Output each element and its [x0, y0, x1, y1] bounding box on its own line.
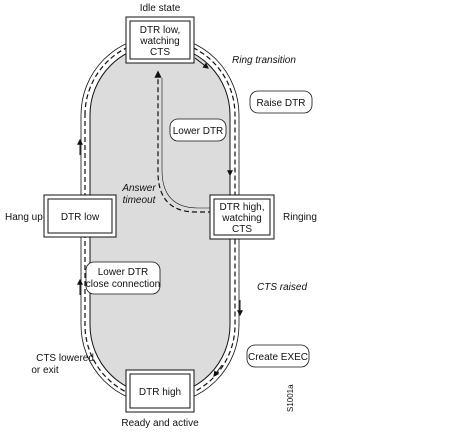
action-lower-dtr-close-line-2: close connection	[86, 279, 161, 290]
state-loop-solid-path	[80, 35, 240, 405]
label-ringing: Ringing	[283, 212, 317, 223]
action-create-exec-text: Create EXEC	[248, 352, 308, 363]
loop-arrow-bottom-right	[213, 364, 223, 377]
label-ring-transition: Ring transition	[232, 55, 296, 66]
action-raise-dtr: Raise DTR	[249, 90, 313, 114]
state-ready-line-1: DTR high	[139, 387, 181, 398]
state-ringing: DTR high, watching CTS	[209, 194, 275, 240]
action-raise-dtr-text: Raise DTR	[257, 98, 306, 109]
state-ringing-line-1: DTR high,	[219, 202, 264, 213]
loop-arrow-top-right	[194, 57, 209, 69]
action-lower-dtr-text: Lower DTR	[173, 126, 224, 137]
label-hang-up: Hang up	[5, 212, 43, 223]
label-figure-id: S1001a	[286, 384, 295, 412]
answer-timeout-path-inner	[161, 78, 213, 209]
label-idle-state: Idle state	[140, 3, 181, 14]
state-idle: DTR low, watching CTS	[125, 16, 195, 64]
state-idle-line-1: DTR low,	[140, 25, 181, 36]
label-cts-lowered-line-2: or exit	[31, 365, 58, 376]
action-create-exec: Create EXEC	[246, 344, 310, 368]
state-loop-dashed-path	[84, 39, 236, 401]
label-ready-active: Ready and active	[121, 418, 199, 429]
state-idle-line-3: CTS	[150, 47, 170, 58]
state-hangup-line-1: DTR low	[61, 212, 100, 223]
action-lower-dtr: Lower DTR	[169, 118, 227, 142]
state-hangup: DTR low	[43, 194, 117, 238]
state-ringing-line-2: watching	[221, 213, 261, 224]
action-lower-dtr-close-line-1: Lower DTR	[98, 267, 149, 278]
label-cts-raised: CTS raised	[257, 282, 307, 293]
label-cts-lowered-line-1: CTS lowered	[36, 353, 94, 364]
action-lower-dtr-close: Lower DTR close connection	[85, 261, 161, 295]
state-ringing-line-3: CTS	[232, 224, 252, 235]
state-ready: DTR high	[125, 369, 195, 413]
state-idle-line-2: watching	[139, 36, 179, 47]
label-answer-timeout-line-1: Answer	[121, 183, 156, 194]
label-answer-timeout-line-2: timeout	[123, 195, 157, 206]
answer-timeout-path	[154, 70, 213, 213]
